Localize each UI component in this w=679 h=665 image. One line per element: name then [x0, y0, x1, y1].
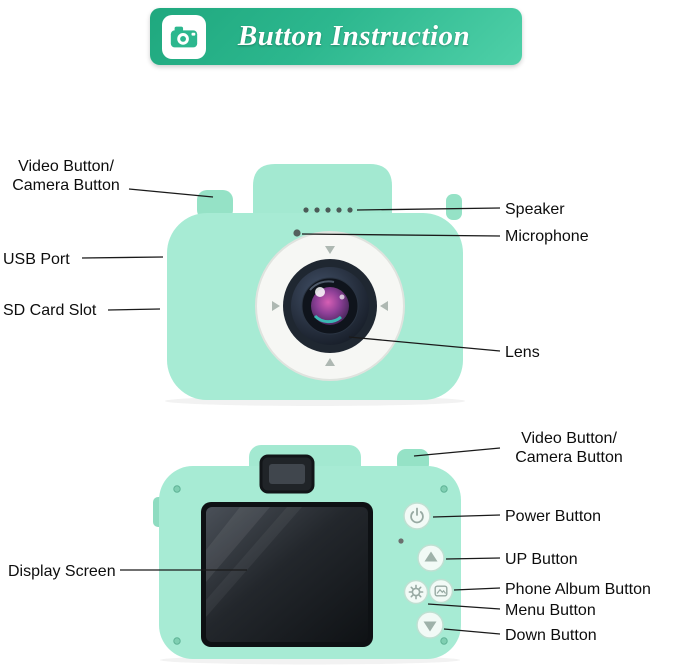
line-sd-card-slot: [107, 308, 161, 311]
screws: [173, 485, 448, 645]
label-microphone: Microphone: [505, 228, 589, 245]
camera-icon: [162, 14, 206, 59]
line-power-button: [432, 514, 501, 518]
line-usb-port: [81, 256, 164, 259]
power-button: [403, 502, 431, 530]
header-banner: Button Instruction: [150, 8, 522, 65]
camera-icon-glyph: [170, 26, 198, 47]
line-menu-button: [427, 603, 501, 610]
display-screen: [201, 502, 373, 647]
line-up-button: [445, 557, 501, 560]
line-speaker: [356, 207, 501, 211]
line-microphone: [301, 233, 501, 237]
front-shutter-button: [197, 190, 233, 220]
label-down-button: Down Button: [505, 627, 597, 644]
microphone-dot: [293, 229, 301, 237]
label-menu-button: Menu Button: [505, 602, 596, 619]
phone-album-button: [428, 578, 454, 604]
up-button: [417, 544, 445, 572]
page-title: Button Instruction: [237, 20, 471, 52]
status-led: [398, 538, 404, 544]
label-front-video-camera-button: Video Button/ Camera Button: [12, 158, 120, 194]
label-lens: Lens: [505, 344, 540, 361]
label-usb-port: USB Port: [3, 251, 70, 268]
front-camera-illustration: [165, 164, 465, 406]
menu-button-gear: [403, 579, 429, 605]
line-lens: [348, 336, 501, 352]
back-camera-illustration: [153, 445, 461, 665]
line-down-button: [443, 628, 501, 635]
line-front-video-button: [128, 188, 214, 198]
label-phone-album-button: Phone Album Button: [505, 581, 651, 598]
connector-lines: [81, 188, 501, 635]
lens-ring-markers: [272, 246, 388, 366]
down-button: [416, 611, 444, 639]
label-power-button: Power Button: [505, 508, 602, 525]
label-sd-card-slot: SD Card Slot: [3, 302, 97, 319]
front-strap-lug: [446, 194, 462, 220]
line-back-video-button: [413, 447, 501, 457]
viewfinder: [259, 454, 315, 494]
label-speaker: Speaker: [505, 201, 565, 218]
lens-illustration: [255, 231, 405, 381]
speaker-dots: [303, 207, 353, 213]
label-display-screen: Display Screen: [8, 563, 116, 580]
label-up-button: UP Button: [505, 551, 578, 568]
label-back-video-camera-button: Video Button/ Camera Button: [515, 430, 623, 466]
line-phone-album-button: [453, 587, 501, 591]
